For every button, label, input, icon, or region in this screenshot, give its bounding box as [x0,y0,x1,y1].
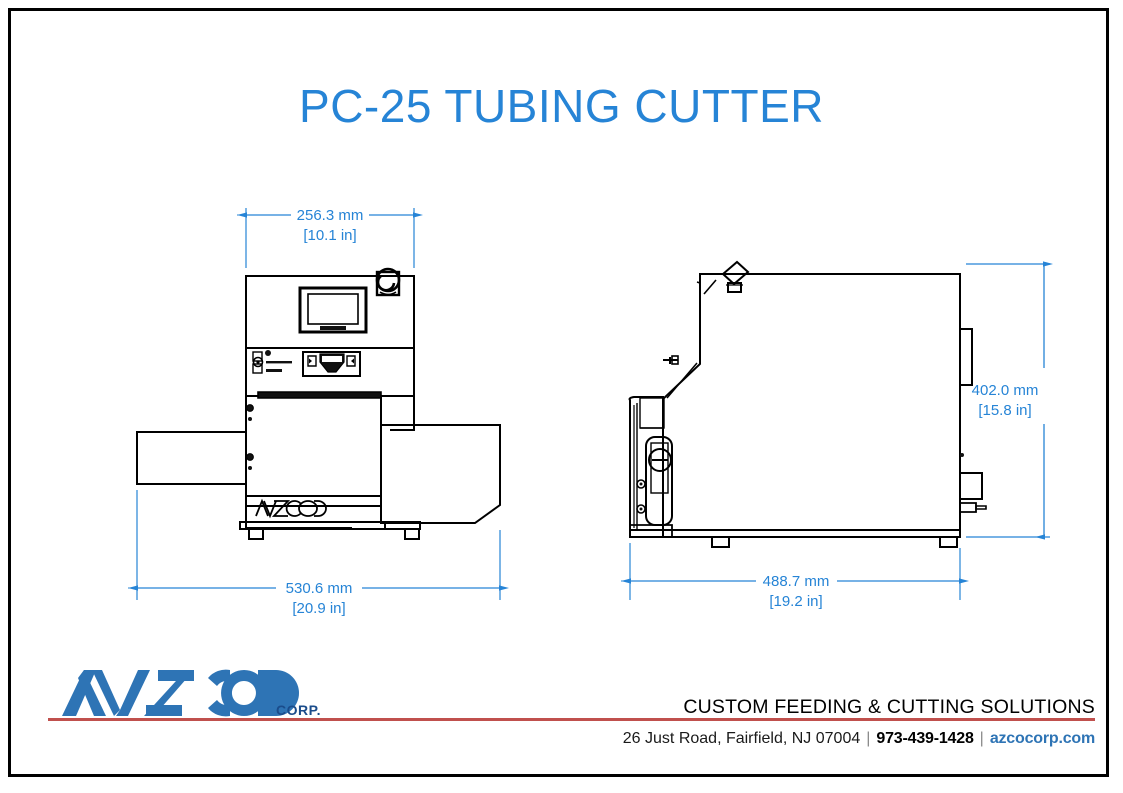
dim-side-height-mm: 402.0 mm [972,382,1039,399]
footer-website[interactable]: azcocorp.com [989,730,1095,747]
dim-front-width-top-in: [10.1 in] [303,227,356,244]
cutting-head [302,351,361,377]
footer-contact-line: 26 Just Road, Fairfield, NJ 07004 | 973-43… [623,730,1095,748]
footer-rule [48,718,1095,721]
rear-connector [959,453,987,513]
azco-logo-corp-text: CORP. [276,702,322,718]
feed-mechanism-assembly [628,396,673,538]
dim-front-width-top-mm: 256.3 mm [297,207,364,224]
dim-side-height-in: [15.8 in] [978,402,1031,419]
page-title: PC-25 TUBING CUTTER [299,80,824,132]
azco-logo-mark [62,669,299,717]
dim-side-depth-mm: 488.7 mm [763,573,830,590]
side-view [628,260,987,548]
side-view-dimensions: 488.7 mm [19.2 in] 402.0 mm [15.8 in] [621,261,1053,610]
dim-side-depth-in: [19.2 in] [769,593,822,610]
dim-front-width-overall-mm: 530.6 mm [286,580,353,597]
adjustment-dial [648,448,672,472]
emergency-stop-knob [375,267,401,297]
footer-tagline: CUSTOM FEEDING & CUTTING SOLUTIONS [683,696,1095,718]
side-access-tab [959,328,973,386]
footer-separator-2: | [979,730,984,747]
top-lever-knob [703,260,750,295]
control-panel [252,350,292,374]
footer-phone[interactable]: 973-439-1428 [876,730,974,747]
azco-nameplate [255,498,327,519]
footer: CORP. CUSTOM FEEDING & CUTTING SOLUTIONS… [0,650,1123,793]
display-screen [298,286,368,334]
dim-front-width-overall-in: [20.9 in] [292,600,345,617]
front-view-dimensions: 256.3 mm [10.1 in] 530.6 mm [20.9 in] [128,207,509,617]
azco-logo: CORP. [58,664,358,722]
footer-separator-1: | [866,730,871,747]
footer-address: 26 Just Road, Fairfield, NJ 07004 [622,730,861,747]
front-view [136,267,501,540]
